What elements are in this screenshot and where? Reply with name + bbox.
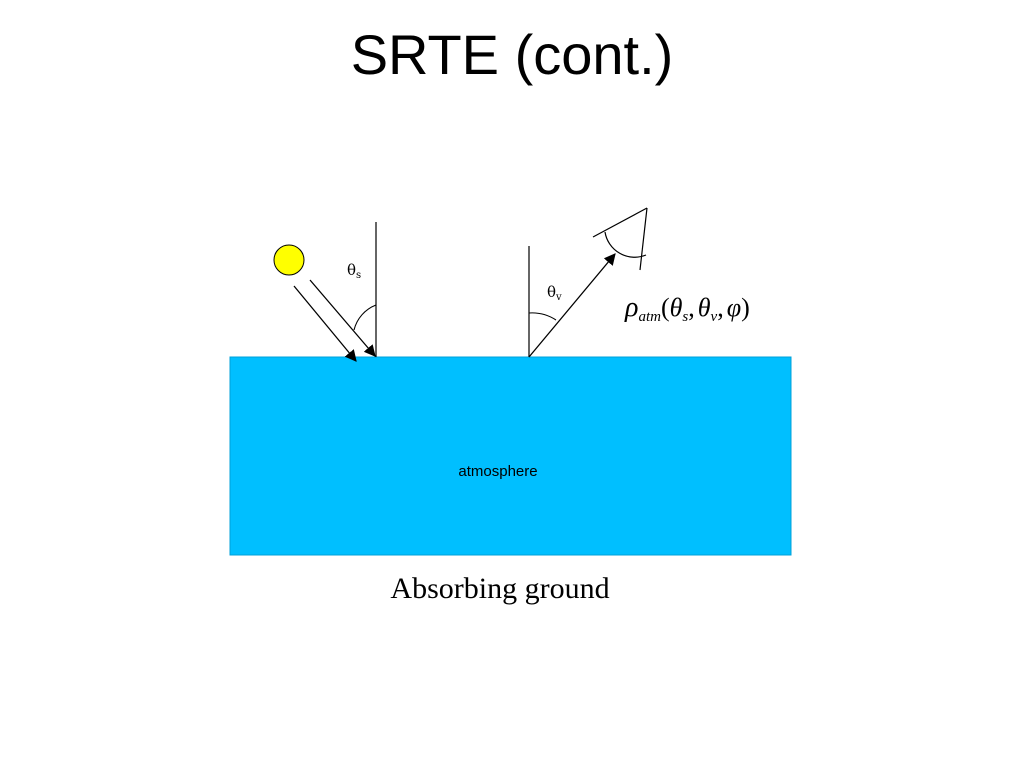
solar-angle-label: θs [347,261,361,281]
atmosphere-layer [229,356,792,556]
sun-icon [273,244,305,276]
ground-label: Absorbing ground [390,572,609,605]
view-ray [528,253,616,358]
solar-ray-2 [309,279,376,357]
solar-ray-1 [293,285,357,362]
atmosphere-label: atmosphere [458,463,537,480]
slide-title: SRTE (cont.) [350,23,674,86]
view-angle-arc [528,312,557,321]
solar-angle-arc [353,304,377,331]
eye-icon [592,207,648,271]
reflectance-formula: ρatm(θs,θv,φ) [624,292,750,325]
view-angle-label: θv [547,283,562,303]
